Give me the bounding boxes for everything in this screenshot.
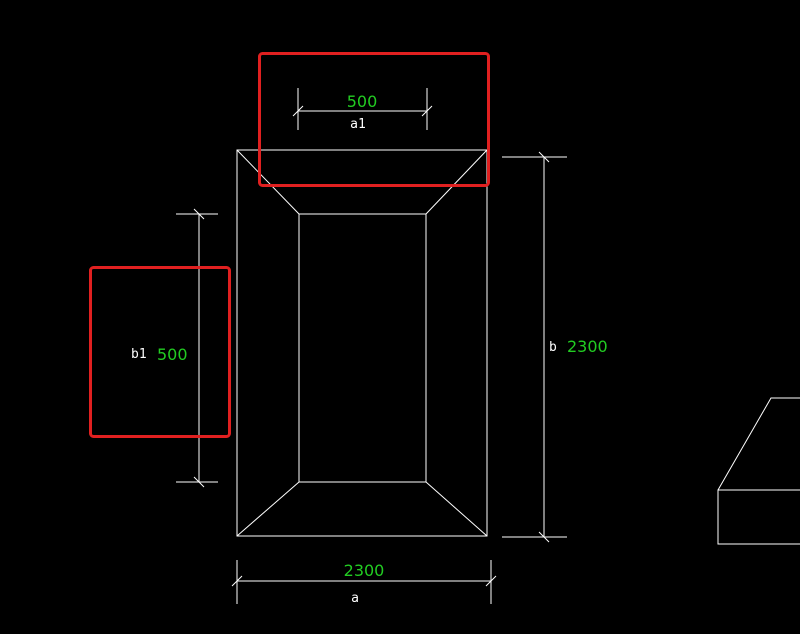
dimension-a1: 500 a1 (292, 88, 433, 132)
inner-column-outline (298, 213, 427, 483)
dim-a-value: 2300 (344, 561, 385, 580)
footing-plan (236, 149, 488, 537)
dim-b1-value: 500 (157, 345, 188, 364)
dim-a-tick-left (231, 575, 243, 587)
slope-line-top-left (236, 149, 300, 215)
dim-a1-tick-right (421, 105, 433, 117)
dim-a1-value: 500 (347, 92, 378, 111)
dim-b-tick-bottom (538, 531, 550, 543)
dim-a-symbol: a (351, 591, 359, 606)
outer-footing-outline (236, 149, 488, 537)
footing-3d-base-block (717, 489, 800, 545)
dim-b-symbol: b (549, 340, 557, 355)
dim-b1-tick-bottom (193, 476, 205, 488)
dimension-b1: b1 500 (131, 208, 218, 488)
dim-b1-tick-top (193, 208, 205, 220)
footing-3d-partial-view (717, 397, 800, 545)
dim-b1-symbol: b1 (131, 347, 147, 362)
footing-3d-top-slope (717, 397, 800, 491)
slope-line-bottom-left (236, 481, 300, 537)
slope-line-top-right (425, 149, 488, 215)
dimension-a: 2300 a (231, 560, 497, 606)
dim-b-value: 2300 (567, 337, 608, 356)
dim-b-tick-top (538, 151, 550, 163)
dimension-b: b 2300 (502, 151, 608, 543)
dim-a1-symbol: a1 (350, 117, 366, 132)
highlight-box-b1 (89, 266, 231, 438)
slope-line-bottom-right (425, 481, 488, 537)
highlight-box-a1 (258, 52, 490, 187)
dim-a1-tick-left (292, 105, 304, 117)
dim-a-tick-right (485, 575, 497, 587)
